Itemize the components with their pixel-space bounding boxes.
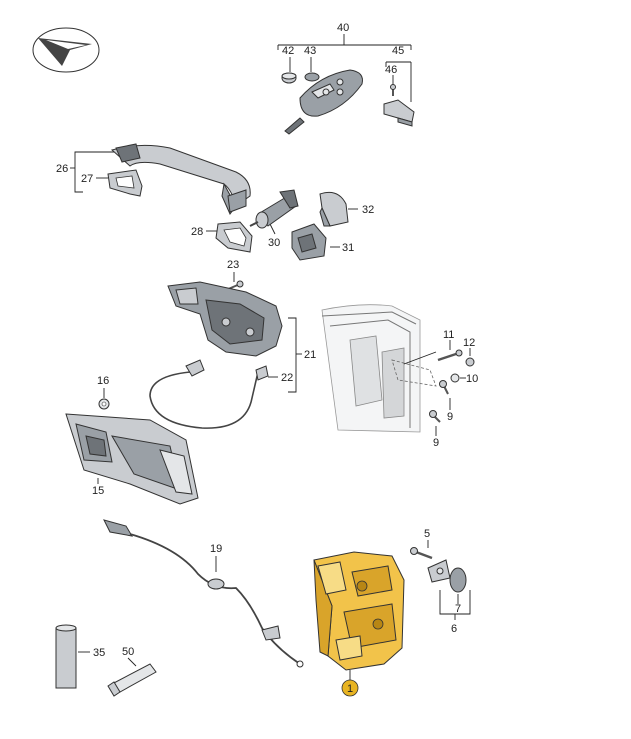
callout-9-upper: 9 (447, 411, 453, 423)
callout-6: 6 (451, 623, 457, 635)
callout-9-lower: 9 (433, 437, 439, 449)
outer-door-handle (70, 143, 251, 215)
callout-16: 16 (97, 375, 109, 387)
callout-27: 27 (81, 173, 93, 185)
release-cable (103, 519, 304, 668)
handle-carrier-group (149, 272, 302, 429)
callout-21: 21 (304, 349, 316, 361)
callout-42: 42 (282, 45, 294, 57)
callout-19: 19 (210, 543, 222, 555)
callout-7: 7 (455, 603, 461, 615)
callout-1: 1 (347, 683, 353, 695)
door-frame-detail (321, 304, 475, 436)
callout-labels: 40 42 43 45 46 26 27 28 30 31 32 23 21 2… (56, 22, 478, 695)
callout-10: 10 (466, 373, 478, 385)
callout-28: 28 (191, 226, 203, 238)
callout-32: 32 (362, 204, 374, 216)
vehicle-orientation-logo (32, 27, 100, 73)
callout-35: 35 (93, 647, 105, 659)
callout-43: 43 (304, 45, 316, 57)
inner-door-handle (65, 388, 199, 505)
callout-40: 40 (337, 22, 349, 34)
callout-30: 30 (268, 237, 280, 249)
callout-46: 46 (385, 64, 397, 76)
key-assembly-group (277, 34, 415, 135)
callout-22: 22 (281, 372, 293, 384)
callout-26: 26 (56, 163, 68, 175)
callout-15: 15 (92, 485, 104, 497)
door-lock-assembly (313, 540, 471, 697)
callout-12: 12 (463, 337, 475, 349)
callout-11: 11 (443, 329, 454, 341)
grease-products (55, 624, 157, 697)
callout-5: 5 (424, 528, 430, 540)
callout-45: 45 (392, 45, 404, 57)
callout-50: 50 (122, 646, 134, 658)
callout-31: 31 (342, 242, 354, 254)
lock-cylinder-group (206, 189, 358, 261)
callout-23: 23 (227, 259, 239, 271)
